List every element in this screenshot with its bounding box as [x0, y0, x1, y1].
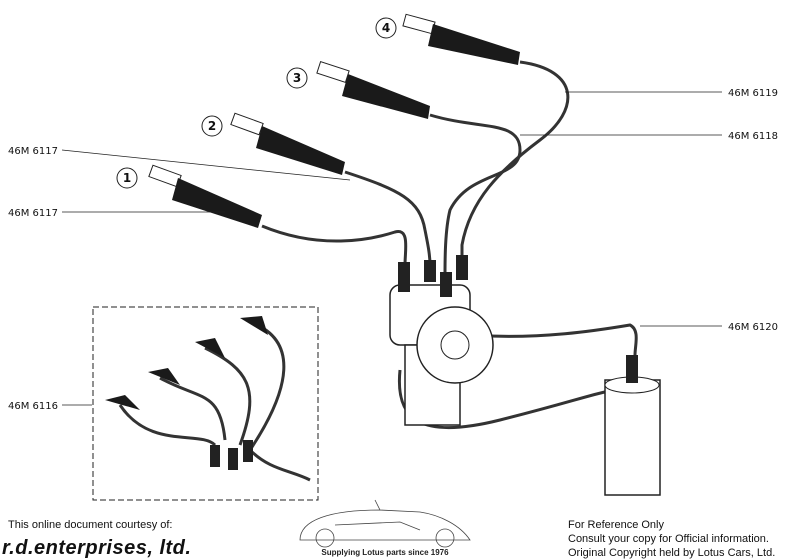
notice-reference: For Reference Only: [568, 519, 664, 531]
label-coil-lead: 46M 6120: [728, 322, 778, 333]
plug-number-4: 4: [375, 17, 397, 39]
notice-consult: Consult your copy for Official informati…: [568, 533, 769, 545]
label-lead-4: 46M 6119: [728, 88, 778, 99]
spark-plug-2: [230, 112, 345, 175]
svg-text:1: 1: [123, 171, 131, 185]
spark-plug-3: [316, 61, 430, 119]
ignition-coil: [604, 355, 661, 496]
ht-leads: [261, 60, 638, 430]
tagline: Supplying Lotus parts since 1976: [321, 548, 449, 557]
plug-number-1: 1: [116, 167, 138, 189]
label-lead-2: 46M 6117: [8, 146, 58, 157]
svg-text:2: 2: [208, 119, 216, 133]
svg-text:4: 4: [382, 21, 390, 35]
spark-plug-1: [148, 164, 262, 228]
label-lead-set: 46M 6116: [8, 401, 58, 412]
svg-text:3: 3: [293, 71, 301, 85]
brand-logo-text: r.d.enterprises, ltd.: [2, 537, 192, 559]
plug-number-2: 2: [201, 115, 223, 137]
lotus-car-logo: [299, 499, 471, 548]
lead-set-inset: [92, 306, 319, 501]
courtesy-text: This online document courtesy of:: [8, 519, 173, 531]
notice-copyright: Original Copyright held by Lotus Cars, L…: [568, 547, 776, 559]
label-lead-1: 46M 6117: [8, 208, 58, 219]
distributor: [389, 255, 494, 426]
spark-plug-4: [402, 13, 520, 65]
label-lead-3: 46M 6118: [728, 131, 778, 142]
plug-number-3: 3: [286, 67, 308, 89]
